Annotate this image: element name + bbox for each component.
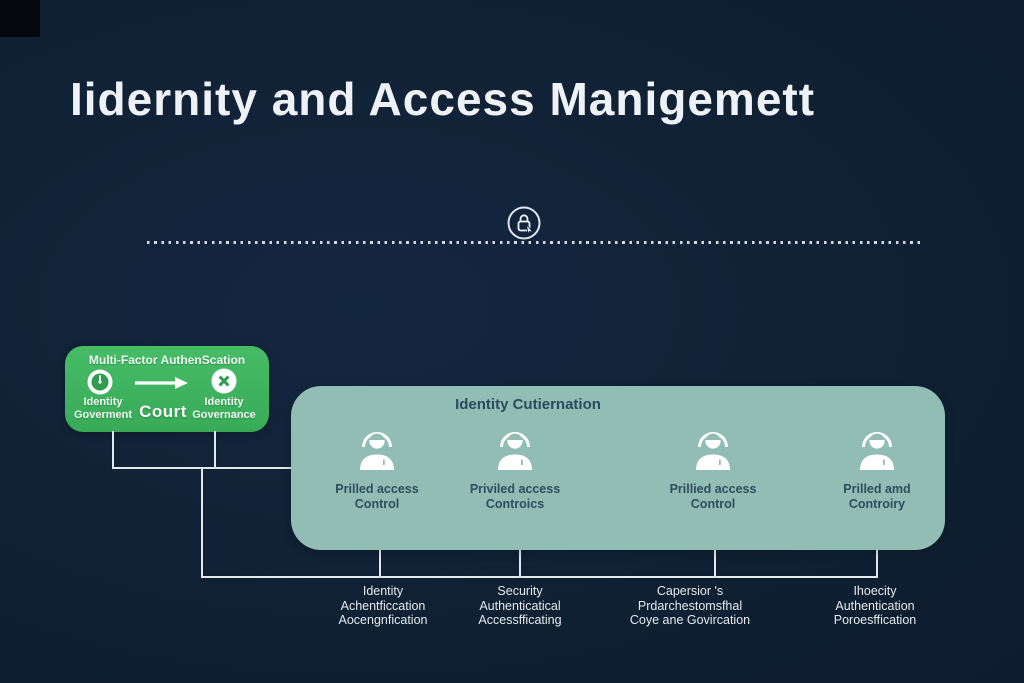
mfa-box: Multi-Factor AuthenScation Identity Gove… [65,346,269,432]
panel-item-4: Prilled amd Controiry [802,426,952,512]
panel-item-1: Prilled access Control [302,426,452,512]
dotted-divider-line [147,241,920,244]
bottom-label-2: Security Authenticatical Accessfficating [425,584,615,628]
bottom-label-2-line2: Authenticatical [479,598,561,613]
connector-tick-2 [519,549,521,577]
bottom-label-3-line1: Capersior 's [656,584,724,598]
panel-item-3: Prillied access Control [638,426,788,512]
bottom-label-1-line3: Aocengnfication [338,613,428,627]
bottom-label-1: Identity Achentficcation Aocengnfication [288,584,478,628]
clock-icon [87,369,113,395]
bottom-label-1-line1: Identity [362,584,404,598]
bottom-label-4-line2: Authentication [835,598,915,613]
bottom-label-3-line2: Prdarchestomsfhal [637,598,743,613]
mfa-right-label-line2: Governance [192,409,256,421]
panel-item-2-line2: Controics [485,497,545,511]
panel-item-1-line2: Control [354,497,400,511]
identity-panel-title: Identity Cutiernation [455,396,601,413]
connector-long-vertical [201,467,203,578]
mfa-arrow-label: Court [139,402,187,421]
panel-item-2: Priviled access Controics [440,426,590,512]
panel-item-3-line2: Control [690,497,736,511]
bottom-label-2-line1: Security [497,584,543,598]
bottom-label-2-line3: Accessfficating [478,613,562,627]
person-icon [498,432,532,470]
panel-item-3-line1: Prillied access [669,482,757,496]
lock-cursor-icon [507,206,541,240]
connector-mfa-right-drop [214,431,216,468]
panel-item-label: Prillied access Control [638,482,788,512]
panel-item-label: Prilled amd Controiry [802,482,952,512]
bottom-label-3: Capersior 's Prdarchestomsfhal Coye ane … [595,584,785,628]
bottom-label-1-line2: Achentficcation [340,598,426,613]
arrow-right-icon [135,377,188,389]
panel-item-label: Priviled access Controics [440,482,590,512]
bottom-label-4-line3: Poroesffication [833,613,917,627]
connector-tick-3 [714,549,716,577]
panel-item-1-line1: Prilled access [335,482,419,496]
panel-item-4-line2: Controiry [848,497,906,511]
mfa-left-label-line2: Goverment [73,409,133,421]
mfa-left-label: Identity Goverment [61,396,145,422]
bottom-label-4-line1: Ihoecity [853,584,897,598]
person-icon [696,432,730,470]
bottom-label-4: Ihoecity Authentication Poroesffication [780,584,970,628]
connector-tick-1 [379,549,381,577]
person-icon [860,432,894,470]
mfa-right-label: Identity Governance [182,396,266,422]
panel-item-label: Prilled access Control [302,482,452,512]
identity-panel: Identity Cutiernation Prilled access Con… [291,386,945,550]
connector-bottom-bus [201,576,878,578]
connector-mfa-left-drop [112,431,114,468]
connector-tick-4 [876,549,878,577]
person-icon [360,432,394,470]
corner-black-square [0,0,40,37]
mfa-left-label-line1: Identity [83,396,123,408]
panel-item-2-line1: Priviled access [469,482,561,496]
mfa-box-title: Multi-Factor AuthenScation [88,353,246,367]
mfa-right-label-line1: Identity [204,396,244,408]
bottom-label-3-line3: Coye ane Govircation [629,613,751,627]
panel-item-4-line1: Prilled amd [843,482,911,496]
page-title: Iidernity and Access Manigemett [70,73,816,125]
x-circle-icon [211,368,237,394]
